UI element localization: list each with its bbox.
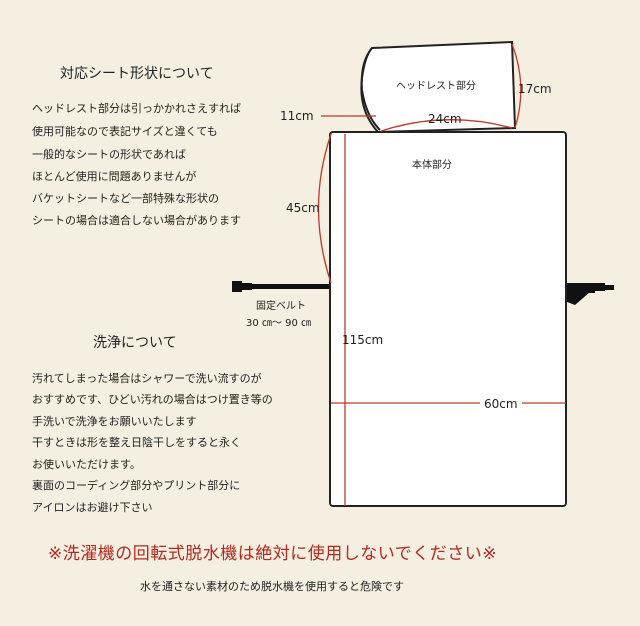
dim-headrest-height [511, 43, 522, 129]
wash-line-6: 裏面のコーディング部分やプリント部分に [32, 479, 241, 492]
dim-headrest-height-label: 17cm [518, 82, 552, 96]
wash-line-4: 干すときは形を整え日陰干しをすると永く [32, 436, 241, 449]
belt-label: 固定ベルト [256, 301, 306, 312]
warning-note: 水を通さない素材のため脱水機を使用すると危険です [140, 580, 404, 593]
wash-section-title: 洗浄について [93, 335, 177, 351]
wash-line-7: アイロンはお避け下さい [32, 501, 153, 514]
dimension-lines [317, 43, 566, 506]
fit-line-5: バケットシートなど一部特殊な形状の [32, 192, 219, 205]
fit-line-4: ほとんど使用に問題ありませんが [32, 170, 197, 183]
dim-headrest-gap-label: 11cm [280, 109, 314, 123]
body-label: 本体部分 [412, 160, 452, 171]
dim-total-height-label: 115cm [342, 333, 384, 347]
dim-upper-height [317, 133, 332, 284]
fit-line-6: シートの場合は適合しない場合があります [32, 214, 241, 227]
fit-line-1: ヘッドレスト部分は引っかかれさえすれば [32, 102, 241, 115]
dim-headrest-width [380, 119, 513, 132]
wash-line-5: お使いいただけます。 [32, 458, 141, 471]
warning-text: ※洗濯機の回転式脱水機は絶対に使用しないでください※ [48, 544, 497, 564]
fit-line-3: 一般的なシートの形状であれば [32, 148, 186, 161]
fit-line-2: 使用可能なので表記サイズと違くても [32, 125, 218, 138]
fit-section-title: 対応シート形状について [60, 66, 214, 82]
headrest-label: ヘッドレスト部分 [396, 81, 476, 92]
headrest-curl [360, 47, 381, 131]
dim-upper-height-label: 45cm [286, 201, 320, 215]
body-panel [329, 131, 567, 507]
belt-right [565, 283, 614, 305]
belt-left [232, 281, 330, 292]
dim-width-label: 60cm [480, 397, 522, 411]
belt-range-label: 30 ㎝～ 90 ㎝ [246, 318, 311, 329]
dim-headrest-width-label: 24cm [428, 112, 462, 126]
wash-line-3: 手洗いで洗浄をお願いいたします [32, 415, 197, 428]
wash-line-2: おすすめです、ひどい汚れの場合はつけ置き等の [32, 393, 273, 406]
wash-line-1: 汚れてしまった場合はシャワーで洗い流すのが [32, 372, 262, 385]
